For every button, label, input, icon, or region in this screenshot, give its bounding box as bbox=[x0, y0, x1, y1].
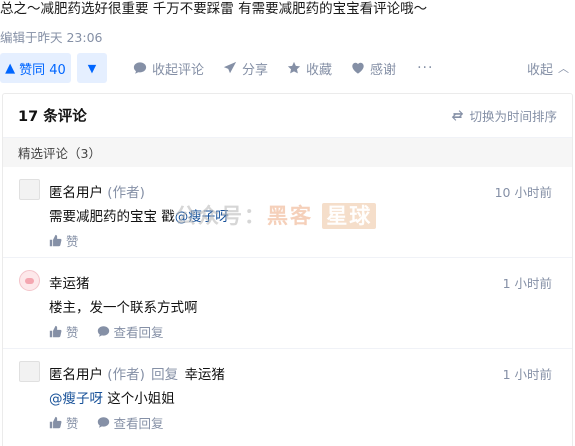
like-label: 赞 bbox=[66, 234, 79, 249]
comment-text-body: 需要减肥药的宝宝 戳 bbox=[49, 209, 175, 225]
comment-author: 匿名用户 (作者) bbox=[49, 181, 145, 201]
share-label: 分享 bbox=[242, 62, 269, 78]
thumbs-up-icon bbox=[49, 234, 62, 247]
chevron-up-icon: ︿ bbox=[558, 62, 569, 75]
post-text: 总之～减肥药选好很重要 千万不要踩雷 有需要减肥药的宝宝看评论哦～ bbox=[0, 1, 428, 17]
comment-item: 匿名用户 (作者) 回复 幸运猪 1 小时前 @瘦子呀 这个小姐姐 赞 查看回复 bbox=[3, 349, 572, 440]
watermark-badge: 星球 bbox=[322, 203, 377, 229]
favorite-button[interactable]: 收藏 bbox=[287, 59, 332, 78]
star-icon bbox=[287, 61, 301, 74]
edit-time: 编辑于昨天 23:06 bbox=[0, 30, 103, 45]
favorite-label: 收藏 bbox=[306, 62, 333, 78]
vote-up-button[interactable]: ▲ 赞同 40 bbox=[0, 53, 71, 83]
comment-count-title: 17 条评论 bbox=[18, 109, 87, 125]
user-mention-link[interactable]: @瘦子呀 bbox=[49, 391, 103, 407]
comment-actions: 赞 bbox=[49, 231, 79, 250]
author-name[interactable]: 幸运猪 bbox=[49, 276, 90, 292]
avatar[interactable] bbox=[19, 361, 40, 382]
thanks-label: 感谢 bbox=[370, 62, 397, 78]
author-tag: (作者) bbox=[107, 367, 145, 383]
swap-arrows-icon bbox=[452, 110, 464, 121]
like-button[interactable]: 赞 bbox=[49, 231, 79, 250]
collapse-comments-button[interactable]: 收起评论 bbox=[133, 59, 204, 78]
comments-panel: 17 条评论 切换为时间排序 精选评论（3） 匿名用户 (作者) 10 小时前 … bbox=[2, 93, 573, 446]
collapse-comments-label: 收起评论 bbox=[152, 62, 205, 78]
avatar[interactable] bbox=[19, 270, 40, 291]
comment-time: 1 小时前 bbox=[502, 276, 552, 291]
featured-comments-label: 精选评论（3） bbox=[3, 138, 572, 167]
comment-actions: 赞 查看回复 bbox=[49, 413, 164, 432]
view-replies-label: 查看回复 bbox=[113, 325, 164, 340]
watermark-text-highlight: 黑客 bbox=[267, 204, 313, 228]
thumbs-up-icon bbox=[49, 416, 62, 429]
comment-bubble-icon bbox=[97, 326, 109, 337]
like-label: 赞 bbox=[66, 325, 79, 340]
collapse-answer-label: 收起 bbox=[526, 62, 553, 78]
answer-action-bar: ▲ 赞同 40 ▼ 收起评论 分享 收藏 感谢 ··· 收起 ︿ bbox=[0, 52, 575, 84]
comment-author: 幸运猪 bbox=[49, 272, 90, 292]
avatar[interactable] bbox=[19, 179, 40, 200]
watermark-text: 公众号： bbox=[175, 204, 267, 228]
vote-up-label: 赞同 40 bbox=[19, 62, 66, 78]
comment-text-body: 这个小姐姐 bbox=[103, 391, 175, 407]
heart-icon bbox=[352, 62, 364, 74]
watermark: 公众号：黑客 星球 bbox=[175, 200, 377, 230]
sort-by-time-label: 切换为时间排序 bbox=[469, 109, 557, 124]
comment-text: 需要减肥药的宝宝 戳@瘦子呀 bbox=[49, 205, 229, 225]
triangle-up-icon: ▲ bbox=[5, 60, 16, 76]
thumbs-up-icon bbox=[49, 325, 62, 338]
comment-time: 1 小时前 bbox=[502, 367, 552, 382]
view-replies-label: 查看回复 bbox=[113, 416, 164, 431]
view-replies-button[interactable]: 查看回复 bbox=[97, 322, 164, 341]
thanks-button[interactable]: 感谢 bbox=[351, 59, 396, 78]
comments-header: 17 条评论 切换为时间排序 bbox=[3, 94, 572, 138]
view-replies-button[interactable]: 查看回复 bbox=[97, 413, 164, 432]
comment-time: 10 小时前 bbox=[494, 185, 552, 200]
reply-word: 回复 bbox=[151, 367, 179, 383]
more-options-button[interactable]: ··· bbox=[417, 60, 434, 76]
author-tag: (作者) bbox=[107, 185, 145, 201]
like-button[interactable]: 赞 bbox=[49, 413, 79, 432]
vote-down-button[interactable]: ▼ bbox=[77, 53, 107, 83]
user-mention-link[interactable]: @瘦子呀 bbox=[174, 209, 229, 225]
author-name[interactable]: 匿名用户 bbox=[49, 185, 103, 201]
comment-text: @瘦子呀 这个小姐姐 bbox=[49, 387, 175, 407]
comment-bubble-icon bbox=[97, 417, 109, 428]
comment-item: 匿名用户 (作者) 10 小时前 需要减肥药的宝宝 戳@瘦子呀 赞 bbox=[3, 167, 572, 258]
comment-bubble-icon bbox=[133, 62, 147, 74]
reply-to-name[interactable]: 幸运猪 bbox=[184, 367, 225, 383]
triangle-down-icon: ▼ bbox=[87, 61, 97, 75]
collapse-answer-button[interactable]: 收起 ︿ bbox=[527, 59, 569, 78]
comment-text: 楼主，发一个联系方式啊 bbox=[49, 300, 198, 316]
like-button[interactable]: 赞 bbox=[49, 322, 79, 341]
comment-actions: 赞 查看回复 bbox=[49, 322, 164, 341]
pig-snout-icon bbox=[25, 277, 34, 284]
share-button[interactable]: 分享 bbox=[223, 59, 268, 78]
comment-item: 幸运猪 1 小时前 楼主，发一个联系方式啊 赞 查看回复 bbox=[3, 258, 572, 349]
like-label: 赞 bbox=[66, 416, 79, 431]
comment-author: 匿名用户 (作者) 回复 幸运猪 bbox=[49, 363, 225, 383]
author-name[interactable]: 匿名用户 bbox=[49, 367, 103, 383]
paper-plane-icon bbox=[223, 61, 237, 74]
sort-by-time-button[interactable]: 切换为时间排序 bbox=[451, 106, 557, 125]
